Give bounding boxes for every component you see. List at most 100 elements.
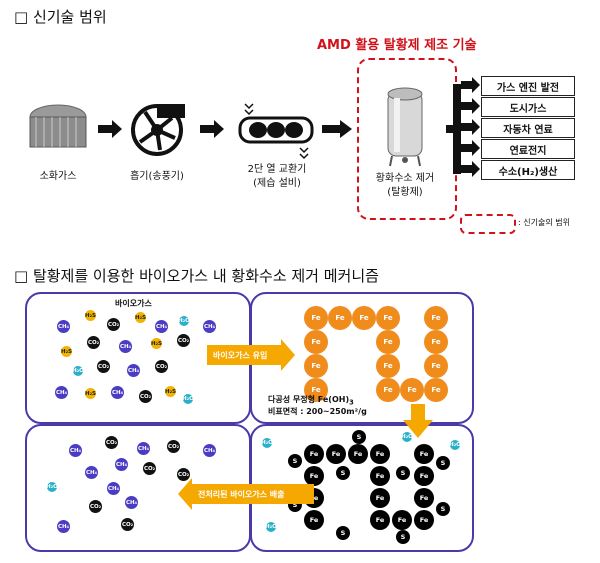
h2s-molecule: H₂S <box>165 386 176 397</box>
fe-particle: Fe <box>370 510 390 530</box>
fe-particle: Fe <box>304 306 328 330</box>
fe-particle: Fe <box>352 306 376 330</box>
ch4-molecule: CH₄ <box>111 386 124 399</box>
h2s-molecule: H₂S <box>85 388 96 399</box>
fe-particle: Fe <box>304 510 324 530</box>
fe-particle: Fe <box>304 444 324 464</box>
h2s-removal-label-1: 황화수소 제거 <box>375 173 435 184</box>
outflow-arrow-head <box>178 478 192 510</box>
h2o-molecule: H₂O <box>261 438 273 448</box>
h2o-molecule: H₂O <box>182 394 194 404</box>
output-gas-engine: 가스 엔진 발전 <box>481 76 575 96</box>
output-fuel-cell: 연료전지 <box>481 139 575 159</box>
adsorbent-label: 다공성 무정형 Fe(OH)3 <box>268 394 354 407</box>
section2-title: □ 탈황제를 이용한 바이오가스 내 황화수소 제거 메커니즘 <box>14 267 379 285</box>
amd-technology-title: AMD 활용 탈황제 제조 기술 <box>317 38 477 53</box>
h2o-molecule: H₂O <box>72 366 84 376</box>
blower-label: 흡기(송풍기) <box>130 171 184 182</box>
fe-particle: Fe <box>370 488 390 508</box>
fe-particle: Fe <box>400 378 424 402</box>
heat-exchanger-label-1: 2단 열 교환기 <box>247 164 307 175</box>
down-arrow-icon <box>403 404 433 438</box>
sulfur-atom: S <box>336 526 350 540</box>
fe-particle: Fe <box>424 378 448 402</box>
co2-molecule: CO₂ <box>155 360 168 373</box>
heat-exchanger-icon <box>238 103 314 160</box>
surface-area-label: 비표면적 : 200~250m²/g <box>268 407 367 416</box>
h2o-molecule: H₂O <box>46 482 58 492</box>
co2-molecule: CO₂ <box>167 440 180 453</box>
co2-molecule: CO₂ <box>87 336 100 349</box>
ch4-molecule: CH₄ <box>85 466 98 479</box>
fe-particle: Fe <box>376 306 400 330</box>
h2s-molecule: H₂S <box>61 346 72 357</box>
digester-icon <box>29 104 87 148</box>
fe-particle: Fe <box>370 444 390 464</box>
ch4-molecule: CH₄ <box>57 520 70 533</box>
output-vehicle-fuel: 자동차 연료 <box>481 118 575 138</box>
h2o-molecule: H₂O <box>265 522 277 532</box>
co2-molecule: CO₂ <box>97 360 110 373</box>
ch4-molecule: CH₄ <box>57 320 70 333</box>
blower-icon <box>131 104 185 156</box>
co2-molecule: CO₂ <box>107 318 120 331</box>
h2s-removal-label-2: (탈황제) <box>387 187 423 198</box>
panel-raw-biogas: 바이오가스 CH₄ H₂S CO₂ H₂S CH₄ H₂O CH₄ CO₂ CH… <box>25 292 251 424</box>
h2s-molecule: H₂S <box>85 310 96 321</box>
output-hydrogen: 수소(H₂)생산 <box>481 160 575 180</box>
fe-particle: Fe <box>304 466 324 486</box>
sulfur-atom: S <box>436 502 450 516</box>
ch4-molecule: CH₄ <box>203 320 216 333</box>
legend-swatch <box>460 214 516 234</box>
distribution-arrows-icon <box>446 77 480 177</box>
ch4-molecule: CH₄ <box>107 482 120 495</box>
outflow-arrow: 전처리된 바이오가스 배출 <box>192 484 314 504</box>
co2-molecule: CO₂ <box>139 390 152 403</box>
inflow-arrow: 바이오가스 유입 <box>207 345 283 365</box>
arrow-icon <box>322 120 352 138</box>
inflow-label: 바이오가스 유입 <box>213 350 268 360</box>
h2s-molecule: H₂S <box>135 312 146 323</box>
process-diagram <box>29 77 480 177</box>
fe-particle: Fe <box>414 488 434 508</box>
inflow-arrow-head <box>281 339 295 371</box>
ch4-molecule: CH₄ <box>115 458 128 471</box>
fe-particle: Fe <box>376 378 400 402</box>
arrow-icon <box>98 120 122 138</box>
fe-particle: Fe <box>424 354 448 378</box>
sulfur-atom: S <box>352 430 366 444</box>
panel-treated-biogas: CO₂ CH₄ CH₄ CO₂ CH₄ CH₄ CO₂ CH₄ CO₂ CH₄ … <box>25 424 251 552</box>
ch4-molecule: CH₄ <box>127 364 140 377</box>
ch4-molecule: CH₄ <box>137 442 150 455</box>
ch4-molecule: CH₄ <box>119 340 132 353</box>
h2o-molecule: H₂O <box>449 440 461 450</box>
ch4-molecule: CH₄ <box>69 444 82 457</box>
fe-particle: Fe <box>392 510 412 530</box>
fe-particle: Fe <box>414 510 434 530</box>
fe-particle: Fe <box>424 330 448 354</box>
fe-particle: Fe <box>348 444 368 464</box>
fe-particle: Fe <box>326 444 346 464</box>
adsorbent-label-text: 다공성 무정형 Fe(OH) <box>268 395 350 404</box>
h2o-molecule: H₂O <box>401 432 413 442</box>
outflow-label: 전처리된 바이오가스 배출 <box>198 489 285 499</box>
fe-particle: Fe <box>414 444 434 464</box>
adsorbent-label-subscript: 3 <box>349 398 354 407</box>
fe-particle: Fe <box>414 466 434 486</box>
legend-label: : 신기술의 범위 <box>518 218 570 227</box>
sulfur-atom: S <box>396 530 410 544</box>
desulfurization-tank-icon <box>387 87 423 167</box>
sulfur-atom: S <box>336 466 350 480</box>
ch4-molecule: CH₄ <box>125 496 138 509</box>
biogas-label: 바이오가스 <box>115 299 152 308</box>
ch4-molecule: CH₄ <box>155 320 168 333</box>
sulfur-atom: S <box>396 466 410 480</box>
fe-particle: Fe <box>304 378 328 402</box>
fe-particle: Fe <box>328 306 352 330</box>
fe-particle: Fe <box>376 330 400 354</box>
fe-particle: Fe <box>370 466 390 486</box>
h2s-molecule: H₂S <box>151 338 162 349</box>
fe-particle: Fe <box>304 330 328 354</box>
co2-molecule: CO₂ <box>177 334 190 347</box>
co2-molecule: CO₂ <box>177 468 190 481</box>
